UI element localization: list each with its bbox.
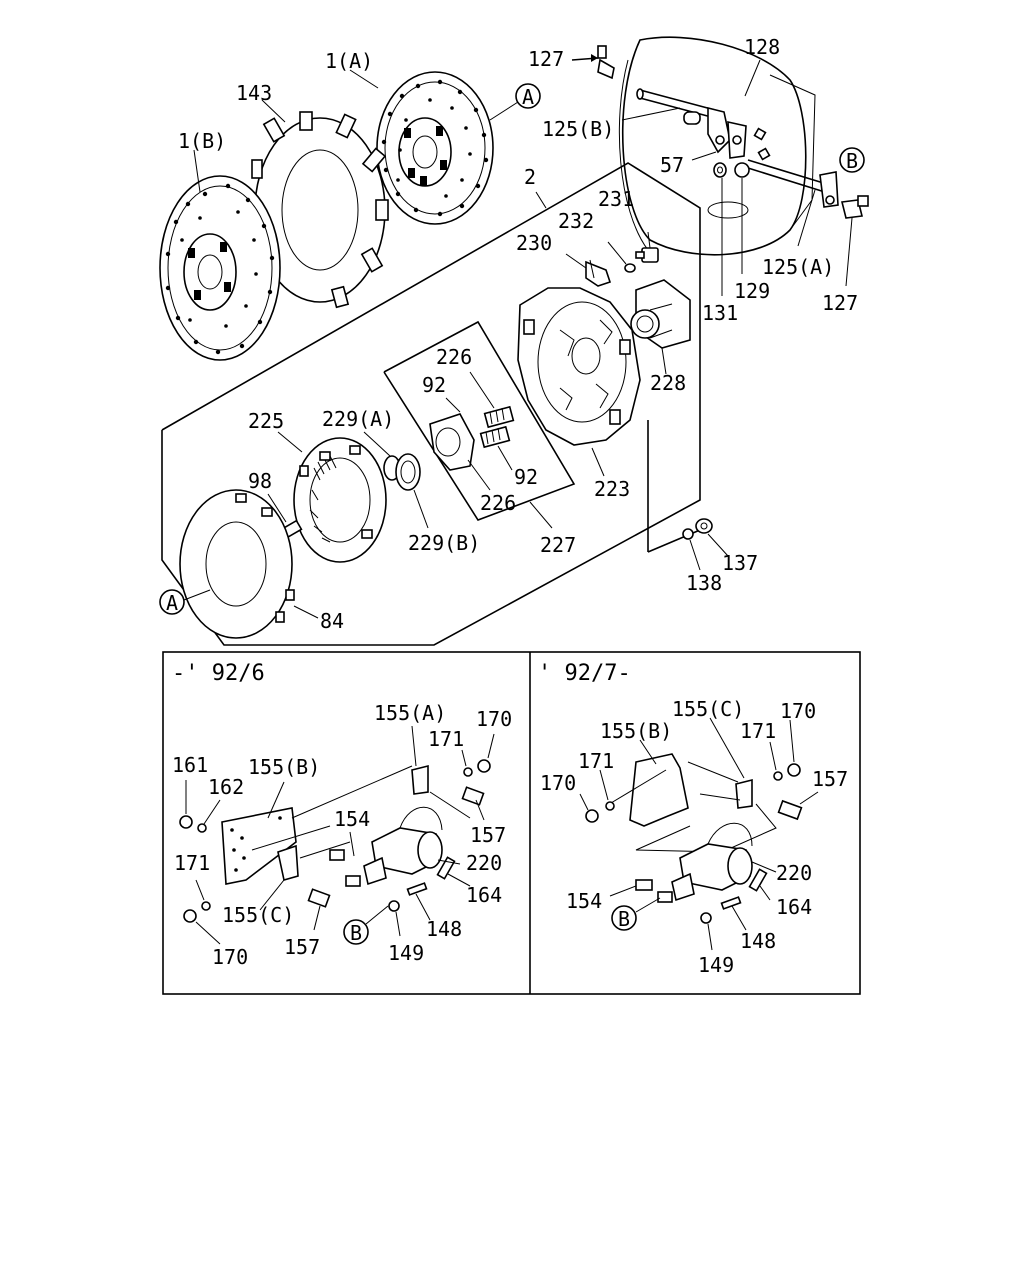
label-127-top: 127: [528, 47, 564, 71]
intermediate-plate-143: [251, 111, 389, 309]
washer-232: [607, 241, 636, 273]
label-2: 2: [524, 165, 536, 189]
right-label-170-left: 170: [540, 771, 576, 795]
callout-b-top-text: B: [846, 149, 858, 173]
plate-84: [179, 489, 319, 639]
left-label-170-top: 170: [476, 707, 512, 731]
right-label-155b: 155(B): [600, 719, 672, 743]
snap-ring-229b: [395, 453, 429, 529]
right-label-155c: 155(C): [672, 697, 744, 721]
callout-a-bottom: [159, 589, 185, 615]
left-label-149: 149: [388, 941, 424, 965]
left-label-162: 162: [208, 775, 244, 799]
left-label-171-bottom: 171: [174, 851, 210, 875]
label-143: 143: [236, 81, 272, 105]
flywheel-housing: [618, 36, 839, 256]
right-label-164: 164: [776, 895, 812, 919]
callout-b-left: [343, 919, 369, 945]
clutch-disc-1b: [159, 175, 281, 361]
left-label-148: 148: [426, 917, 462, 941]
right-label-148: 148: [740, 929, 776, 953]
label-92-bottom: 92: [514, 465, 538, 489]
pressure-plate-223: [517, 287, 641, 477]
pressure-ring-225: [277, 431, 387, 563]
left-label-157-top: 157: [470, 823, 506, 847]
left-label-155b: 155(B): [248, 755, 320, 779]
release-bearing-228: [630, 279, 691, 375]
left-label-161: 161: [172, 753, 208, 777]
label-231: 231: [598, 187, 634, 211]
label-138: 138: [686, 571, 722, 595]
right-label-171-left: 171: [578, 749, 614, 773]
label-228: 228: [650, 371, 686, 395]
callout-a-top: [515, 83, 541, 109]
bolt-231: [635, 231, 659, 263]
left-label-164: 164: [466, 883, 502, 907]
right-panel-cylinder-220: [657, 822, 753, 903]
fitting-127-right: [841, 195, 869, 219]
label-227: 227: [540, 533, 576, 557]
left-panel-leaders: [185, 725, 495, 945]
fitting-127-top: [597, 45, 615, 80]
right-panel-title: ' 92/7-: [538, 661, 631, 686]
label-229a: 229(A): [322, 407, 394, 431]
left-label-170-bottom: 170: [212, 945, 248, 969]
nut-137: [695, 518, 729, 557]
clip-230: [565, 253, 612, 287]
label-223: 223: [594, 477, 630, 501]
callout-b-left-text: B: [350, 921, 362, 945]
label-225: 225: [248, 409, 284, 433]
label-84: 84: [320, 609, 344, 633]
right-panel-leaders: [579, 717, 819, 951]
label-98: 98: [248, 469, 272, 493]
callout-b-right: [611, 905, 637, 931]
variant-panels-frame: [162, 651, 861, 995]
label-129: 129: [734, 279, 770, 303]
right-label-170-top: 170: [780, 699, 816, 723]
right-panel-fasteners: [585, 763, 803, 924]
right-label-157: 157: [812, 767, 848, 791]
left-label-220: 220: [466, 851, 502, 875]
left-label-171-top: 171: [428, 727, 464, 751]
left-label-155c: 155(C): [222, 903, 294, 927]
left-label-157-bottom: 157: [284, 935, 320, 959]
label-1a: 1(A): [325, 49, 373, 73]
label-125a: 125(A): [762, 255, 834, 279]
right-panel-bracket: [605, 753, 777, 853]
callout-b-top: [839, 147, 865, 173]
left-panel-fasteners: [179, 759, 491, 923]
clutch-disc-1a: [376, 71, 494, 225]
callout-a-top-text: A: [522, 85, 534, 109]
label-57: 57: [660, 153, 684, 177]
left-panel-bracket: [221, 764, 471, 885]
right-label-154: 154: [566, 889, 602, 913]
label-125b: 125(B): [542, 117, 614, 141]
label-1b: 1(B): [178, 129, 226, 153]
label-232: 232: [558, 209, 594, 233]
label-128: 128: [744, 35, 780, 59]
label-137: 137: [722, 551, 758, 575]
label-226-bottom: 226: [480, 491, 516, 515]
right-label-171-top: 171: [740, 719, 776, 743]
left-label-155a: 155(A): [374, 701, 446, 725]
right-label-220: 220: [776, 861, 812, 885]
label-131: 131: [702, 301, 738, 325]
callout-b-right-text: B: [618, 907, 630, 931]
label-127-right: 127: [822, 291, 858, 315]
callout-a-bottom-text: A: [166, 591, 178, 615]
springs-226-92: [429, 371, 515, 491]
washer-138: [682, 528, 701, 571]
right-label-149: 149: [698, 953, 734, 977]
label-230: 230: [516, 231, 552, 255]
label-226-top: 226: [436, 345, 472, 369]
label-229b: 229(B): [408, 531, 480, 555]
left-panel-title: -' 92/6: [172, 661, 265, 686]
left-label-154: 154: [334, 807, 370, 831]
label-92-top: 92: [422, 373, 446, 397]
